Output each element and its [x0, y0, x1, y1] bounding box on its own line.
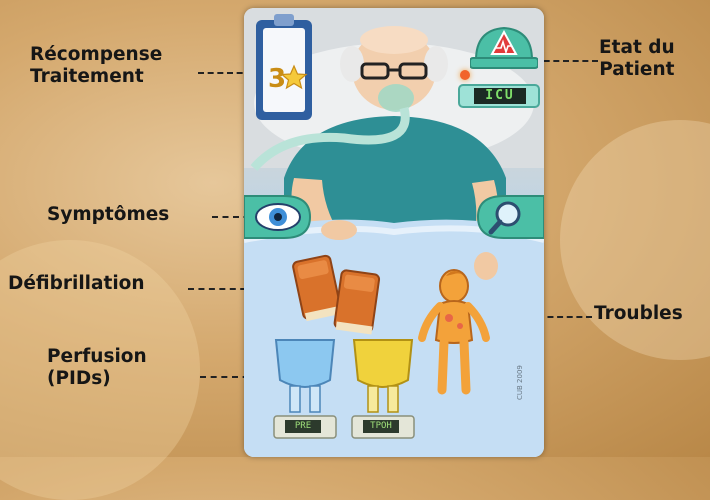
- label-patient-state-line1: Etat du: [599, 37, 675, 58]
- label-perfusion-line1: Perfusion: [47, 346, 147, 367]
- leader-perfusion: [200, 376, 270, 378]
- magnifier-icon[interactable]: [476, 194, 544, 240]
- icu-monitor: ICU: [458, 84, 540, 108]
- patient-card[interactable]: 3 ICU: [244, 8, 544, 457]
- label-perfusion: Perfusion (PIDs): [47, 346, 147, 390]
- icu-screen: ICU: [474, 88, 526, 104]
- label-reward-line1: Récompense: [30, 44, 163, 65]
- card-credit: CUB 2009: [516, 365, 524, 400]
- label-troubles: Troubles: [594, 303, 683, 324]
- body-troubles-icon[interactable]: [416, 268, 492, 396]
- label-reward: Récompense Traitement: [30, 44, 162, 88]
- leader-reward: [198, 72, 262, 74]
- perfusion-tag-1: PRE: [285, 420, 321, 433]
- heart-monitor-icon[interactable]: [470, 22, 538, 84]
- star-icon: [280, 64, 308, 90]
- leader-patient-state: [534, 60, 598, 62]
- label-reward-line2: Traitement: [30, 66, 144, 87]
- eye-icon[interactable]: [244, 194, 312, 240]
- reward-value: 3: [268, 64, 287, 94]
- label-symptoms: Symptômes: [47, 204, 170, 225]
- label-patient-state: Etat du Patient: [599, 37, 675, 81]
- label-defibrillation: Défibrillation: [8, 273, 145, 294]
- defibrillator-paddles-icon[interactable]: [292, 252, 384, 338]
- label-patient-state-line2: Patient: [599, 59, 675, 80]
- label-perfusion-line2: (PIDs): [47, 368, 111, 389]
- alarm-light-icon: [460, 70, 470, 80]
- leader-symptoms: [212, 216, 260, 218]
- reward-clipboard-icon[interactable]: [254, 14, 314, 124]
- perfusion-tag-2: TPOH: [363, 420, 399, 433]
- leader-defibrillation: [188, 288, 288, 290]
